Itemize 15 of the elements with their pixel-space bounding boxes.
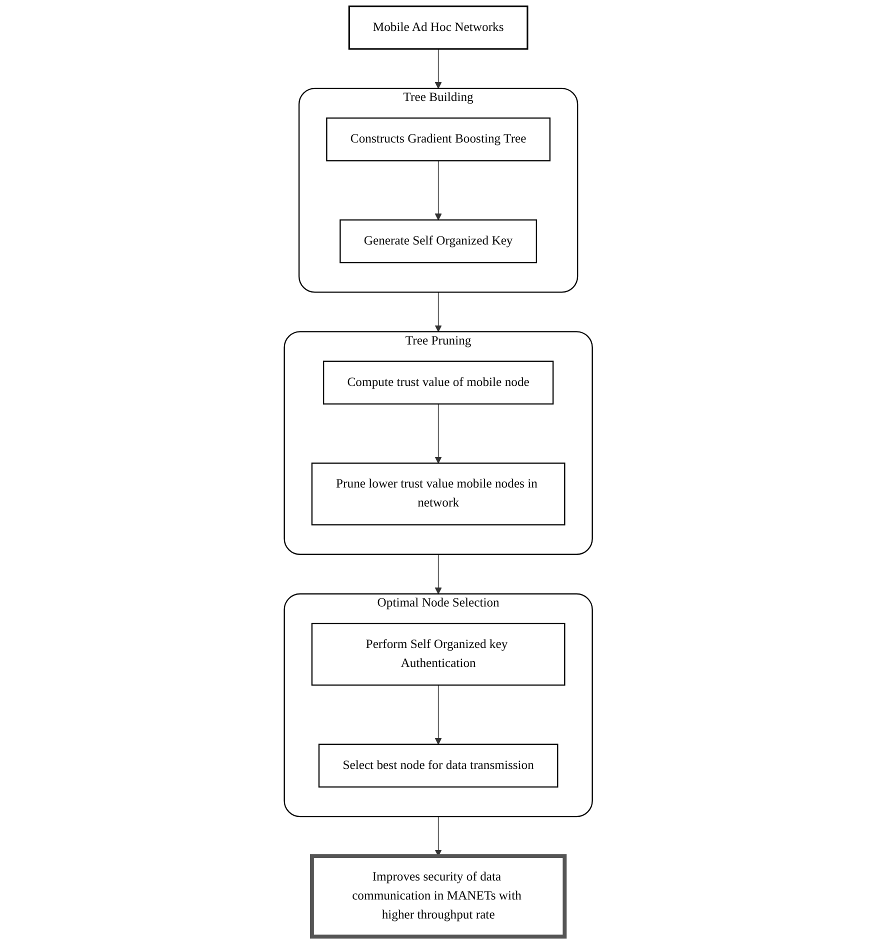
node-box: Generate Self Organized Key [340, 219, 538, 264]
arrow [435, 684, 442, 745]
arrow [435, 48, 442, 89]
node-box: Perform Self Organized key Authentication [312, 622, 566, 686]
node-box: Mobile Ad Hoc Networks [348, 6, 528, 50]
arrow [435, 404, 442, 464]
arrow [435, 816, 442, 856]
arrow [435, 554, 442, 594]
node-box: Compute trust value of mobile node [323, 360, 554, 405]
arrow [435, 160, 442, 220]
node-box: Improves security of data communication in MANETs with higher throughput rate [310, 854, 567, 939]
node-box: Prune lower trust value mobile nodes in network [312, 462, 566, 526]
node-box: Constructs Gradient Boosting Tree [326, 117, 551, 162]
arrow [435, 292, 442, 332]
node-box: Select best node for data transmission [318, 744, 558, 788]
